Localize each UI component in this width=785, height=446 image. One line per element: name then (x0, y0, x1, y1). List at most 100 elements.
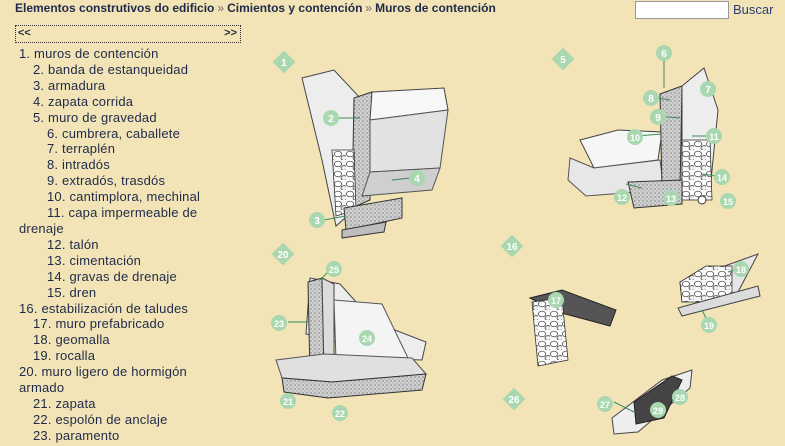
callout[interactable]: 4 (409, 170, 425, 186)
callout[interactable]: 21 (280, 393, 296, 409)
drawing-light-concrete-wall (275, 277, 428, 399)
svg-text:8: 8 (648, 94, 654, 105)
term-list-item[interactable]: 4. zapata corrida (33, 93, 134, 109)
term-list-item[interactable]: 8. intradós (47, 157, 110, 173)
breadcrumb-item-muros[interactable]: Muros de contención (375, 1, 496, 15)
term-list-item[interactable]: 17. muro prefabricado (33, 316, 165, 332)
term-list-item[interactable]: 16. estabilización de taludes (19, 300, 189, 316)
term-list-item[interactable]: 10. cantimplora, mechinal (47, 189, 201, 205)
term-list-item[interactable]: 19. rocalla (33, 348, 96, 364)
callout[interactable]: 7 (700, 81, 716, 97)
svg-text:1: 1 (281, 58, 287, 69)
callout[interactable]: 9 (650, 109, 666, 125)
drawing-prefab-wall (611, 369, 693, 435)
svg-text:27: 27 (600, 400, 610, 410)
term-list-item[interactable]: 21. zapata (33, 395, 96, 411)
breadcrumb-item-edificio[interactable]: Elementos construtivos do edificio (15, 1, 215, 15)
drawing-gravity-wall (567, 67, 719, 209)
callout[interactable]: 12 (614, 189, 630, 205)
svg-text:3: 3 (314, 216, 320, 227)
callout[interactable]: 2 (323, 110, 339, 126)
callout[interactable]: 28 (672, 389, 688, 405)
term-list-item[interactable]: armado (19, 380, 65, 396)
svg-text:20: 20 (277, 250, 289, 261)
svg-text:19: 19 (704, 321, 714, 331)
section-marker[interactable]: 20 (271, 242, 295, 266)
term-list-item[interactable]: 3. armadura (33, 77, 106, 93)
callout[interactable]: 29 (650, 402, 666, 418)
svg-text:24: 24 (362, 334, 372, 344)
term-list-item[interactable]: drenaje (19, 220, 64, 236)
retaining-walls-illustration: 1 5 20 16 26 2 3 4 6 7 8 9 10 (271, 45, 761, 435)
term-list-item[interactable]: 6. cumbrera, caballete (47, 125, 181, 141)
breadcrumb-separator: » (365, 1, 373, 15)
callout[interactable]: 17 (548, 292, 564, 308)
prev-page-link[interactable]: << (18, 27, 31, 39)
callout[interactable]: 11 (706, 128, 722, 144)
svg-text:12: 12 (617, 193, 627, 203)
callout[interactable]: 25 (326, 261, 342, 277)
breadcrumb-item-cimientos[interactable]: Cimientos y contención (227, 1, 363, 15)
section-marker[interactable]: 5 (551, 47, 575, 71)
term-list: 1. muros de contención 2. banda de estan… (19, 46, 249, 444)
search-button[interactable]: Buscar (733, 2, 774, 17)
term-list-item[interactable]: 13. cimentación (47, 252, 142, 268)
breadcrumb-separator: » (217, 1, 225, 15)
callout[interactable]: 8 (643, 90, 659, 106)
svg-text:4: 4 (414, 174, 420, 185)
svg-text:18: 18 (736, 265, 746, 275)
callout[interactable]: 23 (271, 315, 287, 331)
term-list-item[interactable]: 7. terraplén (47, 141, 116, 157)
term-list-item[interactable]: 15. dren (47, 284, 97, 300)
term-list-item[interactable]: 20. muro ligero de hormigón (19, 364, 187, 380)
svg-text:29: 29 (653, 406, 663, 416)
svg-text:23: 23 (274, 319, 284, 329)
callout[interactable]: 10 (627, 129, 643, 145)
callout[interactable]: 18 (733, 261, 749, 277)
pager: << >> (15, 25, 241, 43)
svg-text:2: 2 (328, 114, 334, 125)
svg-text:21: 21 (283, 397, 293, 407)
section-marker[interactable]: 1 (272, 50, 296, 74)
drawing-slope-stabilization (528, 253, 761, 367)
callout[interactable]: 24 (359, 330, 375, 346)
drawing-cantilever-wall (301, 69, 449, 239)
term-list-item[interactable]: 5. muro de gravedad (33, 109, 157, 125)
section-marker[interactable]: 26 (502, 387, 526, 411)
callout[interactable]: 15 (720, 193, 736, 209)
term-list-item[interactable]: 22. espolón de anclaje (33, 411, 168, 427)
svg-text:15: 15 (723, 197, 733, 207)
term-list-item[interactable]: 23. paramento (33, 427, 120, 443)
callout[interactable]: 27 (597, 396, 613, 412)
term-list-item[interactable]: 18. geomalla (33, 332, 110, 348)
svg-text:6: 6 (661, 49, 667, 60)
term-list-item[interactable]: 11. capa impermeable de (47, 205, 198, 221)
callout[interactable]: 19 (701, 317, 717, 333)
term-list-item[interactable]: 12. talón (47, 236, 99, 252)
svg-text:28: 28 (675, 393, 685, 403)
section-marker[interactable]: 16 (500, 234, 524, 258)
term-list-item[interactable]: 1. muros de contención (19, 46, 159, 61)
callout[interactable]: 14 (714, 169, 730, 185)
svg-text:14: 14 (717, 173, 727, 183)
next-page-link[interactable]: >> (224, 27, 237, 39)
search-input[interactable] (635, 1, 729, 19)
svg-text:7: 7 (705, 85, 711, 96)
svg-text:25: 25 (329, 265, 339, 275)
callout[interactable]: 13 (663, 190, 679, 206)
breadcrumb: Elementos construtivos do edificio»Cimie… (15, 1, 496, 15)
callout[interactable]: 6 (656, 45, 672, 61)
callout[interactable]: 3 (309, 212, 325, 228)
svg-text:5: 5 (560, 55, 566, 66)
svg-text:11: 11 (709, 132, 719, 142)
callout[interactable]: 22 (332, 405, 348, 421)
svg-text:22: 22 (335, 409, 345, 419)
term-list-item[interactable]: 9. extradós, trasdós (47, 173, 166, 189)
term-list-item[interactable]: 14. gravas de drenaje (47, 268, 177, 284)
svg-text:13: 13 (666, 194, 676, 204)
svg-text:9: 9 (655, 113, 661, 124)
svg-text:17: 17 (551, 296, 561, 306)
svg-text:16: 16 (506, 242, 518, 253)
term-list-item[interactable]: 2. banda de estanqueidad (33, 61, 189, 77)
svg-text:26: 26 (508, 395, 520, 406)
